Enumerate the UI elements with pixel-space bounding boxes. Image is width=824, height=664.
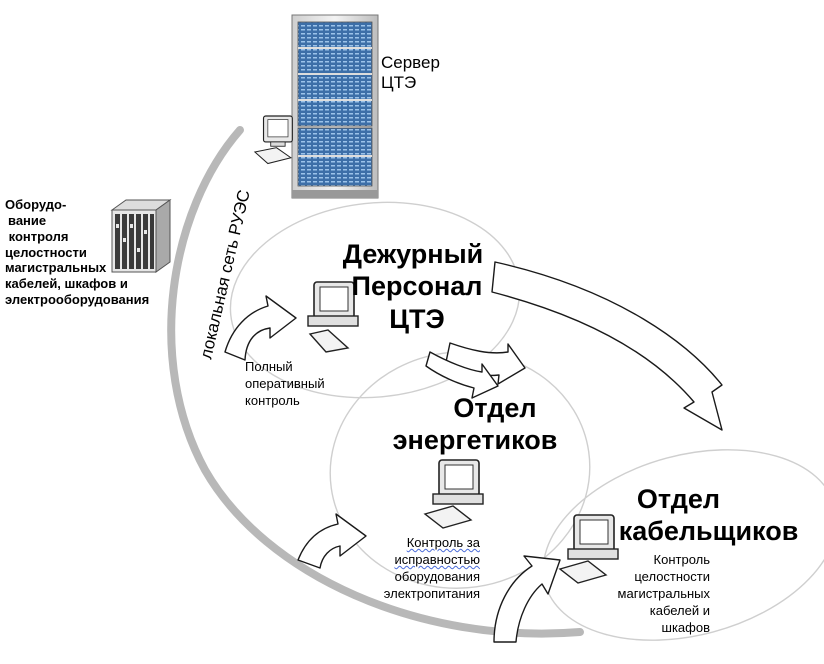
- equipment-label-line: магистральных: [5, 260, 107, 276]
- duty-staff-control: Полный оперативный контроль: [245, 359, 325, 410]
- equipment-label: Оборудо- вание контроля целостности маги…: [5, 197, 149, 308]
- equipment-label-line: электрооборудования: [5, 292, 150, 308]
- duty-staff-control-line: Полный: [245, 359, 293, 374]
- duty-staff-title-line: Персонал: [351, 271, 483, 302]
- computer-icon: [307, 281, 359, 353]
- cable-dept-control-line: целостности: [634, 568, 710, 584]
- equipment-label-line: контроля: [5, 228, 69, 244]
- cable-dept-control-line: шкафов: [661, 619, 710, 635]
- duty-staff-title-line: Дежурный: [342, 239, 484, 269]
- arrow-icon: [224, 295, 297, 361]
- computer-icon: [558, 514, 619, 584]
- energy-dept-title: Отдел энергетиков: [380, 392, 570, 457]
- arrow-icon: [493, 555, 561, 643]
- cable-dept-control-line: Контроль: [653, 552, 710, 567]
- server-label-line: ЦТЭ: [381, 73, 417, 93]
- energy-dept-control-line: исправностью: [394, 551, 480, 567]
- energy-dept-control-line: оборудования: [394, 568, 480, 584]
- computer-icon: [423, 459, 484, 529]
- equipment-label-line: Оборудо-: [5, 197, 67, 212]
- equipment-label-line: вание: [8, 212, 47, 228]
- energy-dept-title-line: Отдел: [453, 393, 537, 423]
- network-arc: [167, 126, 584, 638]
- server-label-line: Сервер: [381, 53, 440, 72]
- energy-dept-control-line: Контроль за: [406, 535, 480, 550]
- energy-dept-control-line: электропитания: [383, 585, 480, 601]
- server-label: Сервер ЦТЭ: [381, 53, 440, 93]
- equipment-cabinet-icon: [110, 199, 172, 273]
- cable-dept-title: Отдел кабельщиков: [601, 483, 816, 548]
- cable-dept-control: Контроль целостности магистральных кабел…: [580, 552, 710, 636]
- arrow-icon: [297, 513, 367, 569]
- equipment-label-line: кабелей, шкафов и: [5, 276, 128, 292]
- computer-icon: [253, 115, 293, 165]
- energy-dept-control: Контроль за исправностью оборудования эл…: [340, 535, 480, 603]
- arrow-icon: [425, 351, 499, 399]
- energy-dept-title-line: энергетиков: [392, 425, 558, 456]
- equipment-label-line: целостности: [5, 244, 87, 260]
- cable-dept-title-line: кабельщиков: [618, 516, 799, 547]
- arrow-icon: [491, 261, 723, 431]
- cable-dept-control-line: кабелей и: [649, 602, 710, 618]
- server-rack-icon: [291, 14, 379, 199]
- duty-staff-control-line: оперативный: [245, 375, 325, 391]
- duty-staff-control-line: контроль: [245, 392, 300, 408]
- cable-dept-title-line: Отдел: [636, 484, 721, 514]
- duty-staff-title: Дежурный Персонал ЦТЭ: [318, 238, 508, 335]
- cable-dept-control-line: магистральных: [617, 585, 710, 601]
- duty-staff-title-line: ЦТЭ: [389, 303, 445, 334]
